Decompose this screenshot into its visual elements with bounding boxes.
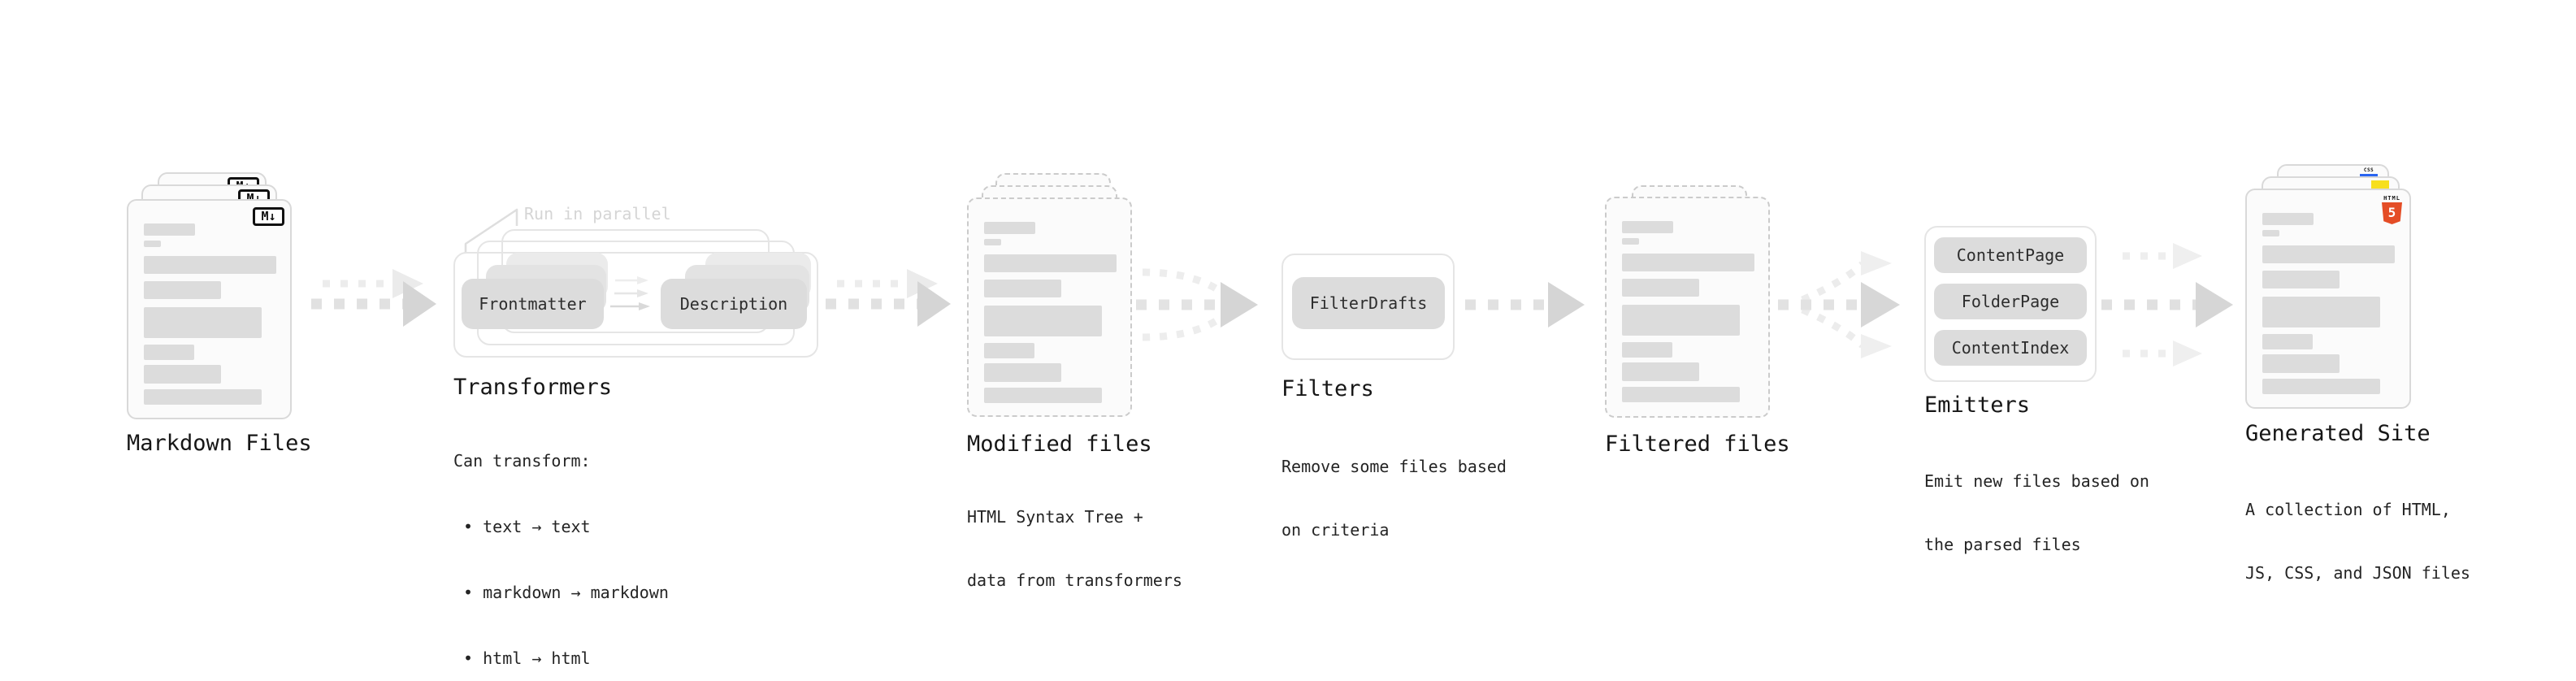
desc-line: Remove some files based (1281, 457, 1507, 476)
doc-line (984, 222, 1035, 234)
desc-line: JS, CSS, and JSON files (2245, 563, 2470, 583)
emitters-description: Emit new files based on the parsed files (1924, 428, 2149, 597)
doc-line (1622, 342, 1672, 358)
doc-line (144, 365, 221, 384)
doc-line (144, 223, 195, 236)
doc-line (2262, 245, 2395, 263)
file-page-front (967, 197, 1132, 417)
doc-line (1622, 254, 1754, 271)
doc-line (2262, 334, 2313, 349)
doc-line (2262, 271, 2340, 288)
arrow-filtered-to-emitters (1778, 251, 1900, 358)
arrow-transformers-to-modified (826, 269, 951, 327)
desc-line: • text → text (453, 517, 591, 536)
doc-line (144, 256, 276, 274)
note-leader-line-icon (464, 208, 518, 254)
doc-line (984, 280, 1061, 297)
generated-site-description: A collection of HTML, JS, CSS, and JSON … (2245, 457, 2470, 626)
arrow-modified-to-filters (1136, 268, 1258, 341)
arrow-filters-to-filtered (1465, 282, 1585, 327)
desc-line: HTML Syntax Tree + (967, 507, 1143, 527)
css-word: CSS (2363, 167, 2374, 173)
file-page-front (1605, 197, 1770, 418)
doc-line (2262, 354, 2340, 373)
file-page-front: M↓ (127, 199, 292, 419)
doc-line (984, 343, 1034, 358)
file-content-lines (128, 201, 290, 405)
file-content-lines (969, 199, 1130, 403)
file-content-lines (2247, 190, 2409, 394)
doc-line (144, 345, 194, 360)
doc-line (1622, 238, 1639, 245)
file-content-lines (1607, 198, 1768, 402)
filters-description: Remove some files based on criteria (1281, 414, 1507, 583)
desc-line: Emit new files based on (1924, 471, 2149, 491)
doc-line (2262, 379, 2380, 394)
doc-line (984, 254, 1117, 272)
doc-line (984, 388, 1102, 403)
doc-line (144, 307, 262, 338)
filtered-files-label: Filtered files (1605, 432, 1790, 457)
pill-contentpage: ContentPage (1934, 237, 2087, 273)
emitters-label: Emitters (1924, 393, 2031, 418)
desc-line: A collection of HTML, (2245, 500, 2451, 519)
javascript-icon (2371, 180, 2389, 189)
doc-line (2262, 213, 2314, 225)
arrow-markdown-to-transformers (311, 269, 436, 327)
desc-line: the parsed files (1924, 535, 2081, 554)
html5-word: HTML (2383, 195, 2400, 202)
doc-line (1622, 387, 1740, 402)
pill-filterdrafts: FilterDrafts (1292, 277, 1445, 329)
doc-line (984, 306, 1102, 336)
transformers-description: Can transform: • text → text • markdown … (453, 406, 669, 681)
doc-line (1622, 305, 1740, 336)
doc-line (144, 281, 221, 299)
doc-line (2262, 230, 2279, 236)
markdown-icon: M↓ (253, 207, 284, 226)
doc-line (144, 389, 262, 405)
doc-line (1622, 362, 1699, 381)
pill-folderpage: FolderPage (1934, 284, 2087, 319)
run-in-parallel-note: Run in parallel (524, 204, 671, 223)
pill-description: Description (661, 279, 807, 329)
doc-line (984, 363, 1061, 382)
desc-line: • markdown → markdown (453, 583, 669, 602)
modified-files-label: Modified files (967, 432, 1152, 457)
generated-site-label: Generated Site (2245, 421, 2431, 446)
markdown-files-label: Markdown Files (127, 431, 312, 456)
doc-line (984, 239, 1001, 245)
pill-transform-arrows-icon (610, 276, 650, 310)
css-icon: CSS (2360, 167, 2378, 176)
css-bar (2360, 174, 2378, 176)
modified-files-description: HTML Syntax Tree + data from transformer… (967, 464, 1182, 633)
doc-line (2262, 297, 2380, 327)
pill-contentindex: ContentIndex (1934, 330, 2087, 366)
desc-line: on criteria (1281, 520, 1390, 540)
doc-line (1622, 221, 1673, 233)
doc-line (144, 241, 161, 247)
transformers-label: Transformers (453, 375, 613, 400)
filters-label: Filters (1281, 376, 1374, 401)
html5-shield: 5 (2382, 202, 2402, 224)
arrow-emitters-to-generated (2101, 243, 2233, 367)
desc-line: • html → html (453, 648, 591, 668)
pill-frontmatter: Frontmatter (462, 279, 604, 329)
transformer-frame-front (453, 252, 818, 358)
desc-line: data from transformers (967, 570, 1182, 590)
desc-line: Can transform: (453, 451, 591, 471)
doc-line (1622, 279, 1699, 297)
